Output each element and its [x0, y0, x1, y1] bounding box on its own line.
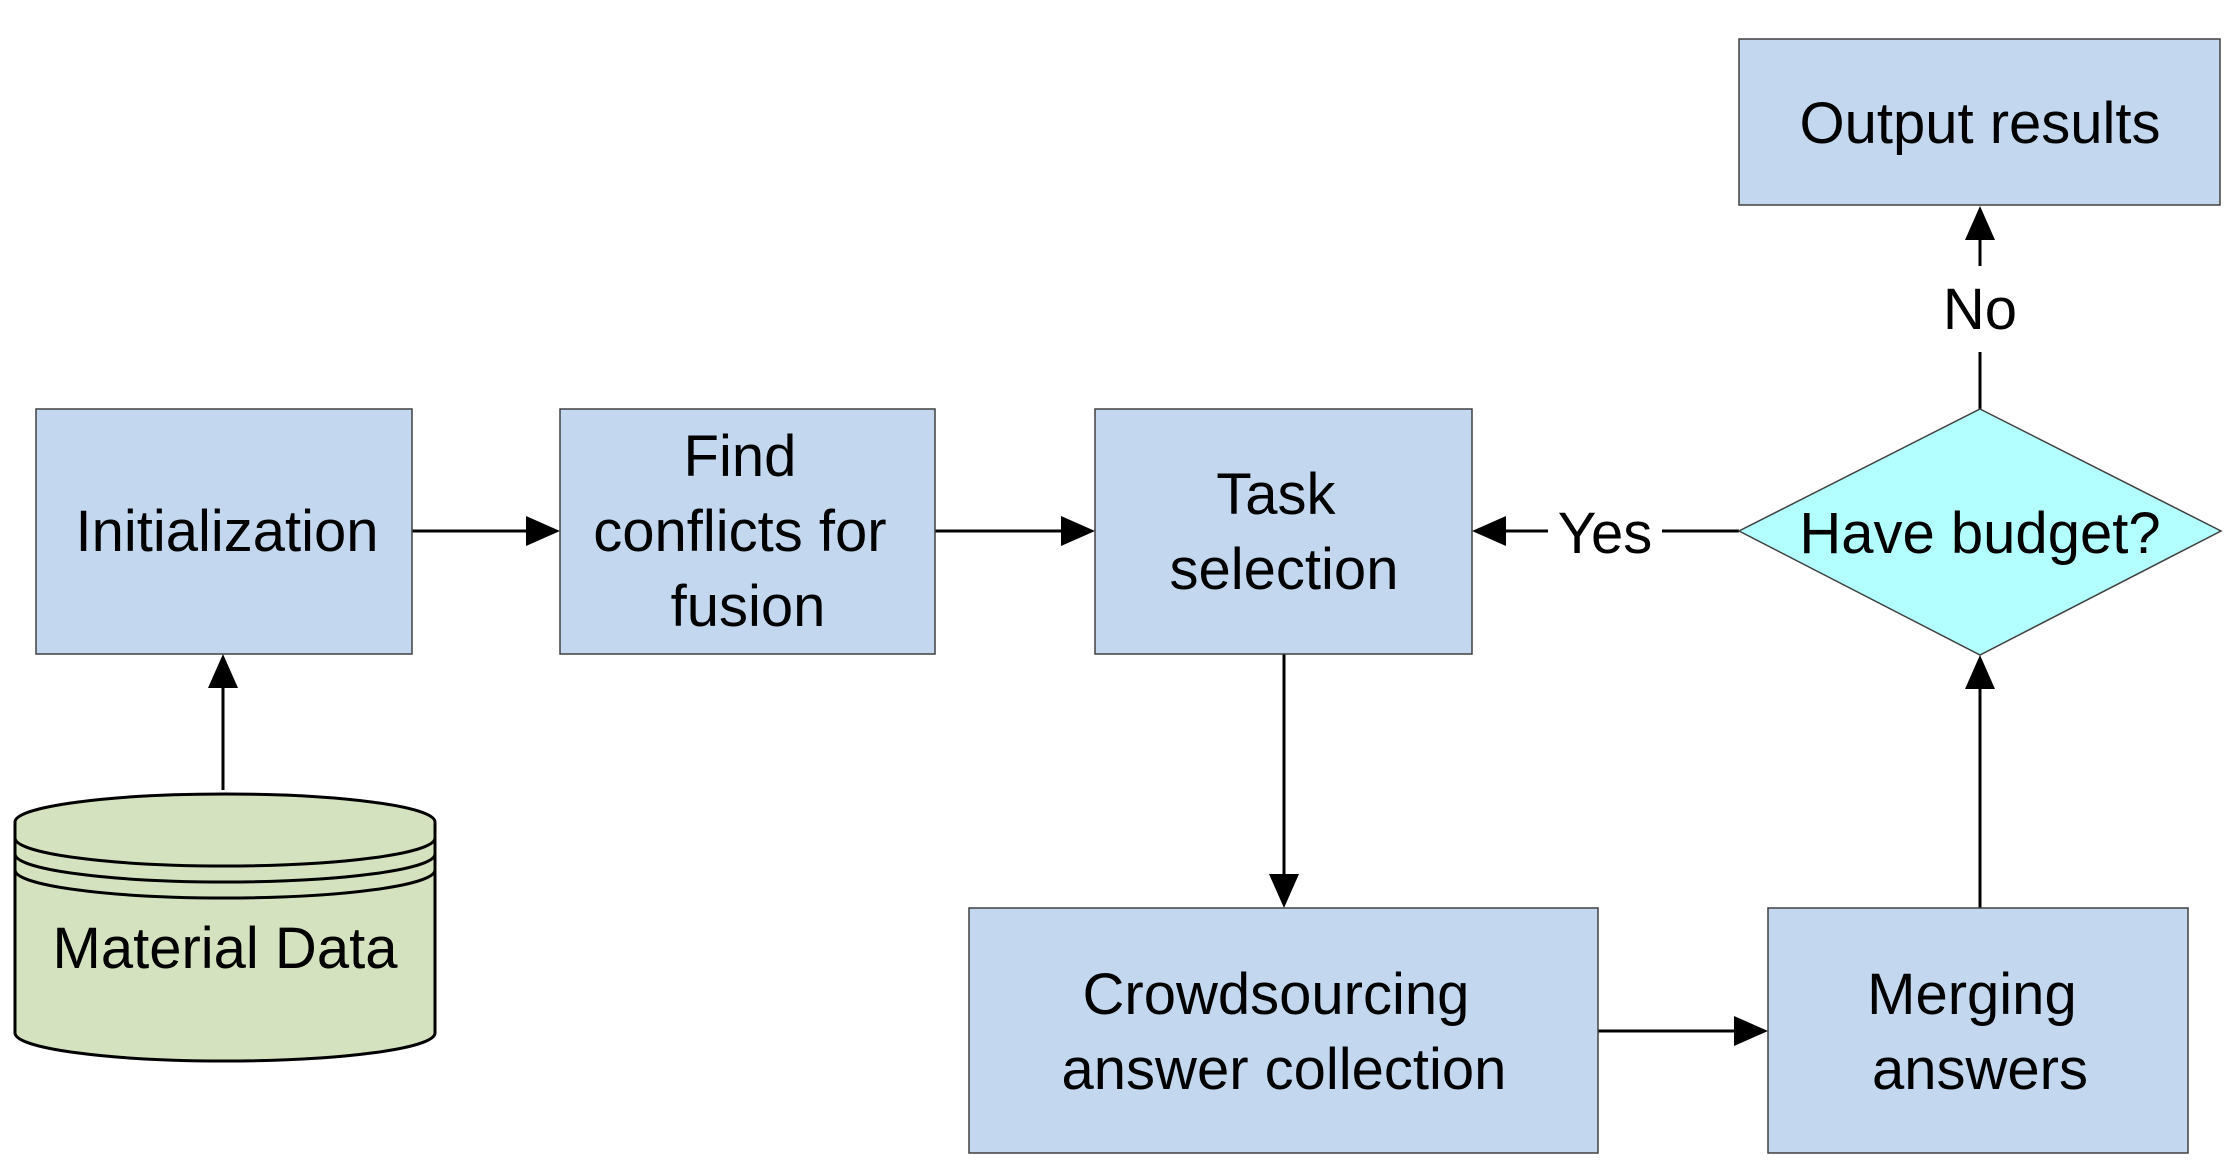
- node-crowdsourcing-label: Crowdsourcing answer collection: [1062, 962, 1507, 1102]
- edge-label-no: No: [1943, 277, 2017, 342]
- node-find-conflicts: Find conflicts for fusion: [559, 408, 936, 655]
- arrowhead-icon: [1965, 206, 1995, 240]
- edge-label-yes: Yes: [1558, 501, 1653, 566]
- arrowhead-icon: [1965, 655, 1995, 689]
- node-crowdsourcing: Crowdsourcing answer collection: [968, 907, 1599, 1154]
- node-material-data-label: Material Data: [53, 916, 399, 981]
- node-find-conflicts-label: Find conflicts for fusion: [593, 424, 902, 639]
- node-output-results: Output results: [1738, 38, 2221, 206]
- edges: [208, 206, 1995, 1046]
- arrowhead-icon: [1472, 516, 1506, 546]
- node-task-selection-label: Task selection: [1170, 462, 1399, 602]
- arrowhead-icon: [1269, 874, 1299, 908]
- node-have-budget: Have budget?: [1737, 408, 2223, 656]
- arrowhead-icon: [1734, 1016, 1768, 1046]
- node-initialization: Initialization: [35, 408, 413, 655]
- node-merging: Merging answers: [1767, 907, 2189, 1154]
- node-task-selection: Task selection: [1094, 408, 1473, 655]
- database-icon: [13, 792, 437, 1063]
- arrowhead-icon: [526, 516, 560, 546]
- node-have-budget-label: Have budget?: [1799, 501, 2160, 566]
- arrowhead-icon: [208, 654, 238, 688]
- node-initialization-label: Initialization: [75, 499, 378, 564]
- node-material-data: Material Data: [13, 792, 437, 1063]
- node-merging-label: Merging answers: [1867, 962, 2093, 1102]
- node-output-results-label: Output results: [1799, 91, 2160, 156]
- arrowhead-icon: [1061, 516, 1095, 546]
